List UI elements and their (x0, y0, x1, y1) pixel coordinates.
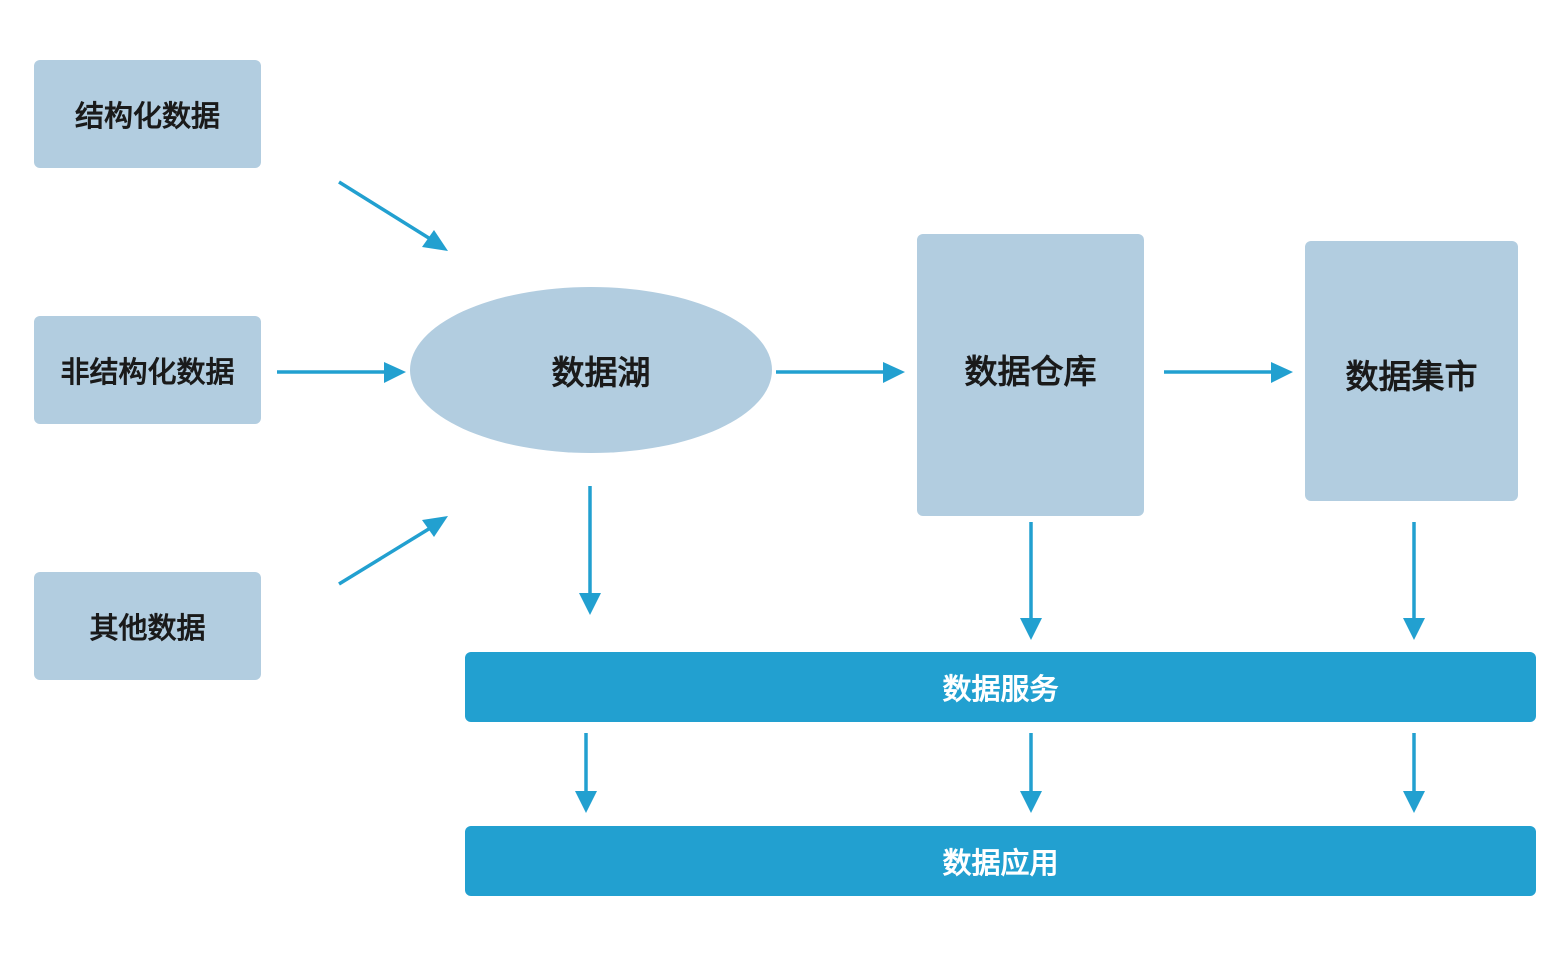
data-application-bar: 数据应用 (465, 826, 1536, 896)
data-warehouse-node: 数据仓库 (917, 234, 1144, 516)
data-mart-node: 数据集市 (1305, 241, 1518, 501)
arrowhead-structured-to-lake (422, 230, 448, 251)
arrowhead-warehouse-to-service (1020, 618, 1042, 640)
arrow-structured-to-lake (338, 180, 433, 242)
arrowhead-other-to-lake (422, 516, 448, 537)
unstructured-data-node: 非结构化数据 (34, 316, 261, 424)
structured-data-node: 结构化数据 (34, 60, 261, 168)
data-lake-label: 数据湖 (551, 353, 651, 392)
other-data-node: 其他数据 (34, 572, 261, 680)
data-application-label: 数据应用 (942, 846, 1059, 880)
arrowhead-service-to-app-left (575, 791, 597, 813)
arrowhead-warehouse-to-mart (1271, 362, 1293, 383)
arrowhead-unstructured-to-lake (384, 362, 406, 383)
arrowhead-service-to-app-right (1403, 791, 1425, 813)
data-service-bar: 数据服务 (465, 652, 1536, 722)
arrowhead-lake-to-service (579, 593, 601, 615)
data-warehouse-label: 数据仓库 (964, 352, 1097, 391)
unstructured-data-label: 非结构化数据 (60, 355, 235, 389)
arrowhead-lake-to-warehouse (883, 362, 905, 383)
arrowhead-service-to-app-middle (1020, 791, 1042, 813)
arrow-other-to-lake (338, 525, 433, 586)
arrowhead-mart-to-service (1403, 618, 1425, 640)
data-lake-node: 数据湖 (410, 287, 772, 453)
other-data-label: 其他数据 (89, 611, 206, 645)
data-mart-label: 数据集市 (1345, 357, 1478, 396)
structured-data-label: 结构化数据 (74, 99, 220, 133)
data-service-label: 数据服务 (942, 672, 1059, 706)
